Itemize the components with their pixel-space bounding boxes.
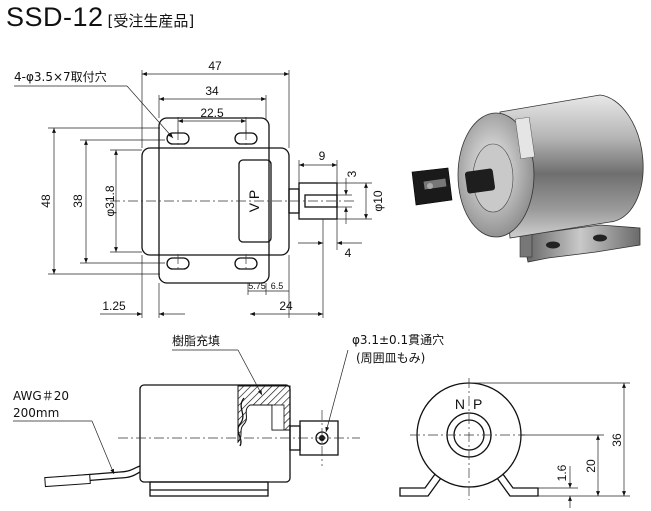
front-view: N P 36 20 1.6 — [399, 378, 630, 508]
resin-label: 樹脂充填 — [172, 333, 220, 348]
dim-1-25: 1.25 — [102, 299, 126, 313]
solenoid-body — [141, 147, 290, 256]
wire-gauge-label: AWG＃20 — [13, 389, 69, 403]
dim-3: 3 — [345, 170, 359, 177]
dim-24: 24 — [279, 299, 293, 313]
side-view: 樹脂充填 φ3.1±0.1貫通穴 (周囲皿もみ) AWG＃20 200mm — [13, 332, 444, 497]
dim-1-6: 1.6 — [555, 464, 569, 481]
photo-plunger — [464, 168, 496, 194]
dim-phi-10: φ10 — [371, 190, 385, 211]
dim-36: 36 — [610, 433, 624, 447]
dim-34: 34 — [205, 84, 219, 98]
dim-48: 48 — [39, 194, 53, 208]
label-n: N — [455, 396, 465, 412]
hole-sublabel: (周囲皿もみ) — [356, 351, 425, 365]
hole-label: φ3.1±0.1貫通穴 — [352, 332, 444, 347]
dim-9: 9 — [319, 149, 326, 163]
side-base-plate — [149, 481, 269, 497]
dim-20: 20 — [584, 459, 598, 473]
order-note: [受注生産品] — [107, 12, 195, 30]
dim-47: 47 — [208, 59, 222, 73]
photo-bracket-hole-1 — [593, 234, 607, 242]
wire-length-label: 200mm — [13, 406, 59, 420]
dim-5-75: 5.75 — [248, 281, 266, 291]
product-photo — [411, 94, 644, 263]
dim-4: 4 — [345, 246, 352, 260]
dim-6-5: 6.5 — [271, 281, 284, 291]
dim-38: 38 — [71, 194, 85, 208]
model-name: SSD-12 — [6, 2, 104, 32]
top-view: V P 4-φ3.5×7取付穴 47 34 22.5 — [14, 59, 385, 318]
dim-22-5: 22.5 — [200, 106, 224, 120]
label-p: P — [473, 396, 482, 412]
hole-note: 4-φ3.5×7取付穴 — [14, 69, 107, 84]
diagram-title: SSD-12[受注生産品] — [6, 2, 194, 33]
dim-phi-31-8: φ31.8 — [103, 185, 117, 216]
photo-bracket-hole-2 — [546, 241, 560, 249]
mounting-plate — [158, 117, 270, 284]
photo-cylinder — [499, 94, 644, 239]
